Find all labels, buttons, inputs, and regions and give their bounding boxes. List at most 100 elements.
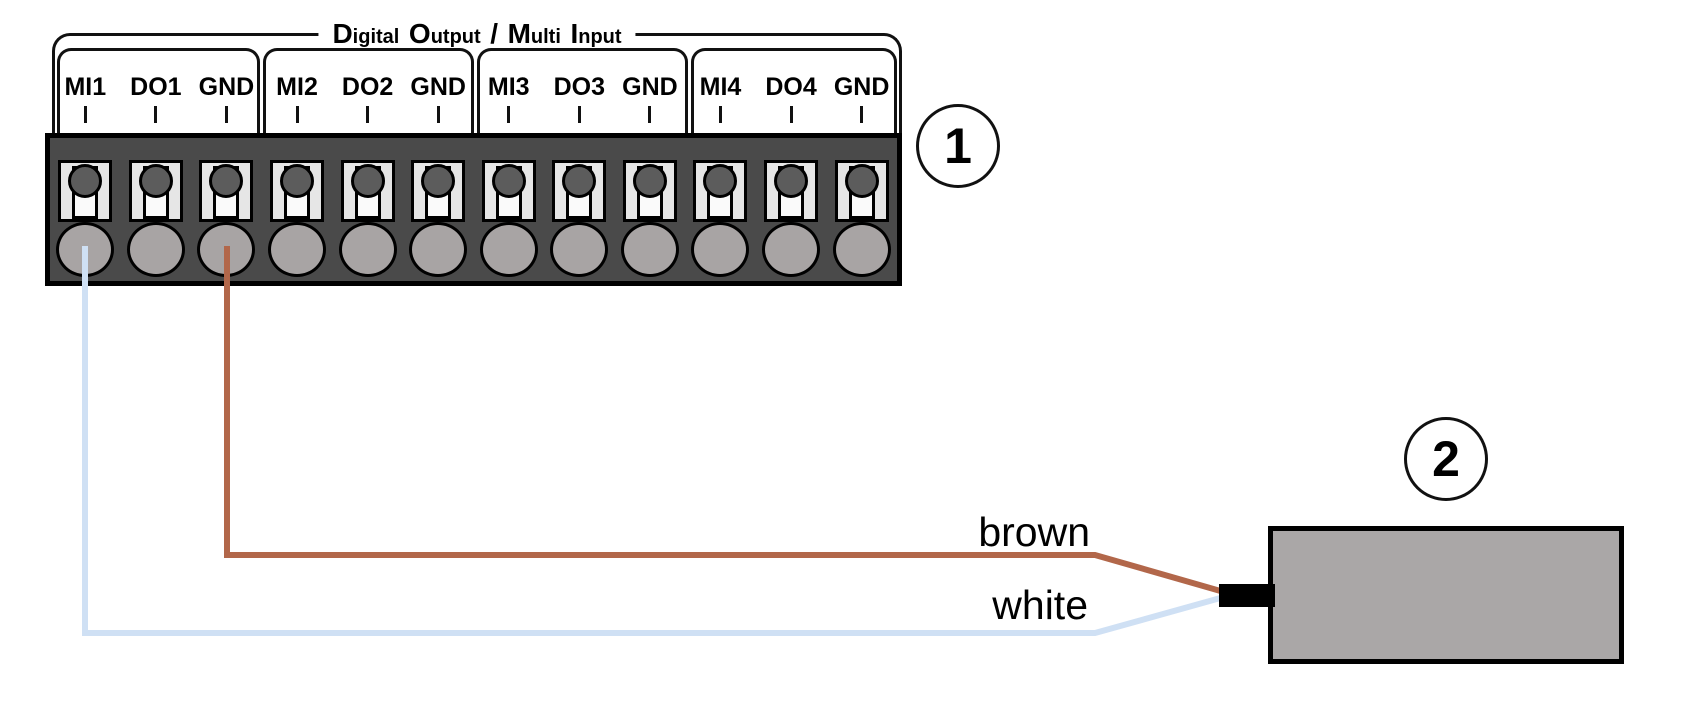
screw-head-icon xyxy=(562,164,597,198)
pointer-tick xyxy=(718,106,722,123)
pointer-tick xyxy=(224,106,228,123)
tick-cell xyxy=(756,106,827,123)
slot-cell xyxy=(685,160,756,222)
port-cell xyxy=(756,222,827,280)
group-bracket-2 xyxy=(263,48,474,133)
tick-cell xyxy=(262,106,333,123)
pointer-tick xyxy=(436,106,440,123)
wire-port-gnd2 xyxy=(409,222,468,277)
callout-1-number: 1 xyxy=(944,118,972,174)
terminal-block xyxy=(45,133,902,286)
slot-cell xyxy=(262,160,333,222)
callout-1-terminal-block: 1 xyxy=(916,104,1000,188)
tick-cell xyxy=(615,106,686,123)
wire-port-mi3 xyxy=(479,222,538,277)
terminal-labels: MI1 DO1 GND MI2 DO2 GND MI3 DO3 GND MI4 … xyxy=(50,70,897,104)
screw-head-icon xyxy=(844,164,879,198)
screw-head-icon xyxy=(632,164,667,198)
screw-terminal xyxy=(340,160,395,222)
callout-2-device: 2 xyxy=(1404,417,1488,501)
screw-terminal xyxy=(481,160,536,222)
wire-label-white: white xyxy=(992,582,1088,628)
tick-cell xyxy=(826,106,897,123)
wire-port-gnd3 xyxy=(620,222,679,277)
slot-cell xyxy=(332,160,403,222)
port-cell xyxy=(615,222,686,280)
wire-port-mi1 xyxy=(56,222,115,277)
screw-terminal xyxy=(693,160,748,222)
pointer-tick xyxy=(366,106,370,123)
pointer-tick xyxy=(154,106,158,123)
connected-device xyxy=(1268,526,1624,664)
port-cell xyxy=(403,222,474,280)
tick-cell xyxy=(121,106,192,123)
terminal-label-mi4: MI4 xyxy=(699,72,742,101)
slot-cell xyxy=(756,160,827,222)
screw-terminal xyxy=(199,160,254,222)
slot-cell xyxy=(615,160,686,222)
terminal-label-gnd2: GND xyxy=(410,72,466,101)
title-word: Output xyxy=(408,18,481,49)
pointer-tick xyxy=(295,106,299,123)
slot-cell xyxy=(403,160,474,222)
wire-ports-row xyxy=(50,222,897,280)
wire-port-do2 xyxy=(338,222,397,277)
port-cell xyxy=(121,222,192,280)
screw-terminal xyxy=(411,160,466,222)
port-cell xyxy=(826,222,897,280)
screw-head-icon xyxy=(68,164,103,198)
screw-terminal xyxy=(764,160,819,222)
callout-2-number: 2 xyxy=(1432,431,1460,487)
tick-cell xyxy=(473,106,544,123)
wire-port-mi2 xyxy=(268,222,327,277)
wire-port-gnd4 xyxy=(832,222,891,277)
terminal-label-gnd4: GND xyxy=(833,72,890,101)
device-connector xyxy=(1219,584,1275,607)
terminal-group-title: Digital Output / Multi Input xyxy=(318,18,636,50)
screw-terminal xyxy=(834,160,889,222)
tick-cell xyxy=(685,106,756,123)
wire-port-do3 xyxy=(550,222,609,277)
terminal-label-mi1: MI1 xyxy=(64,72,107,101)
slot-cell xyxy=(191,160,262,222)
terminal-label-gnd3: GND xyxy=(622,72,678,101)
screw-terminal xyxy=(552,160,607,222)
screw-head-icon xyxy=(280,164,315,198)
screw-head-icon xyxy=(138,164,173,198)
tick-cell xyxy=(332,106,403,123)
title-word: Input xyxy=(570,18,622,49)
wire-port-do1 xyxy=(126,222,185,277)
title-word: Digital xyxy=(332,18,400,49)
wire-label-brown: brown xyxy=(978,509,1090,555)
screw-head-icon xyxy=(774,164,809,198)
group-bracket-3 xyxy=(477,48,688,133)
slot-cell xyxy=(544,160,615,222)
screw-slots-row xyxy=(50,160,897,222)
group-bracket-4 xyxy=(691,48,897,133)
screw-head-icon xyxy=(350,164,385,198)
port-cell xyxy=(685,222,756,280)
screw-terminal xyxy=(270,160,325,222)
screw-head-icon xyxy=(491,164,526,198)
terminal-label-mi2: MI2 xyxy=(276,72,318,101)
terminal-label-mi3: MI3 xyxy=(487,72,530,101)
port-cell xyxy=(191,222,262,280)
tick-cell xyxy=(191,106,262,123)
slot-cell xyxy=(121,160,192,222)
screw-head-icon xyxy=(209,164,244,198)
terminal-label-do4: DO4 xyxy=(765,72,817,101)
pointer-tick xyxy=(860,106,864,123)
screw-terminal xyxy=(128,160,183,222)
port-cell xyxy=(473,222,544,280)
tick-cell xyxy=(50,106,121,123)
pointer-tick xyxy=(83,106,87,123)
group-bracket-1 xyxy=(57,48,260,133)
terminal-group-bracket-outer: Digital Output / Multi Input xyxy=(52,18,902,133)
tick-cell xyxy=(403,106,474,123)
wire-port-do4 xyxy=(762,222,821,277)
wire-port-gnd1 xyxy=(197,222,256,277)
screw-head-icon xyxy=(421,164,456,198)
port-cell xyxy=(50,222,121,280)
port-cell xyxy=(544,222,615,280)
